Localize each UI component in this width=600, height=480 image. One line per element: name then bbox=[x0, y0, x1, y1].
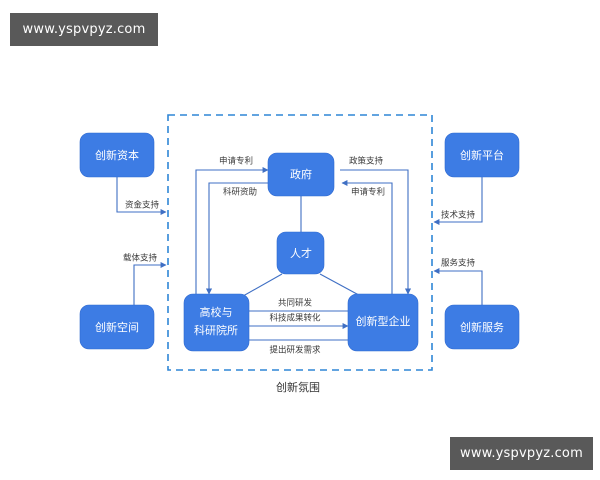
diagram-caption: 创新氛围 bbox=[276, 380, 320, 394]
node-government-box[interactable] bbox=[267, 152, 335, 197]
edge-label-apply-patent-left: 申请专利 bbox=[219, 156, 253, 167]
watermark-top: www.yspvpyz.com bbox=[10, 13, 158, 46]
link-carrier-support bbox=[133, 261, 167, 305]
node-government[interactable]: 政府 bbox=[267, 152, 335, 197]
node-universities-label-line1: 高校与 bbox=[200, 305, 233, 319]
node-talent[interactable]: 人才 bbox=[276, 231, 325, 275]
edge-label-research-funding: 科研资助 bbox=[223, 187, 257, 198]
node-universities-label-line2: 科研院所 bbox=[194, 323, 238, 337]
link-service-support bbox=[433, 267, 483, 305]
node-talent-label: 人才 bbox=[290, 246, 312, 260]
node-innovation-space-label: 创新空间 bbox=[95, 320, 139, 334]
node-innovation-capital-label: 创新资本 bbox=[95, 148, 139, 162]
node-innovative-enterprise[interactable]: 创新型企业 bbox=[347, 293, 419, 352]
edge-label-rd-demand: 提出研发需求 bbox=[269, 345, 321, 356]
edge-label-service-support: 服务支持 bbox=[441, 258, 476, 269]
node-innovation-capital-box[interactable] bbox=[79, 132, 155, 178]
node-universities[interactable]: 高校与 科研院所 bbox=[183, 293, 250, 352]
watermark-bottom: www.yspvpyz.com bbox=[450, 437, 593, 470]
node-innovation-platform-label: 创新平台 bbox=[460, 148, 504, 162]
edge-label-tech-transfer: 科技成果转化 bbox=[269, 313, 321, 324]
edge-label-capital-support: 资金支持 bbox=[125, 200, 160, 211]
node-innovation-space-box[interactable] bbox=[79, 304, 155, 350]
node-innovation-service-label: 创新服务 bbox=[460, 320, 504, 334]
link-apply-patent-right bbox=[341, 179, 393, 296]
edge-label-joint-rd: 共同研发 bbox=[278, 298, 313, 309]
node-innovation-service[interactable]: 创新服务 bbox=[444, 304, 520, 350]
node-innovation-platform-box[interactable] bbox=[444, 132, 520, 178]
link-capital-support bbox=[116, 177, 167, 216]
node-universities-box[interactable] bbox=[183, 293, 250, 352]
link-research-funding bbox=[205, 182, 268, 295]
node-innovation-service-box[interactable] bbox=[444, 304, 520, 350]
node-innovation-platform[interactable]: 创新平台 bbox=[444, 132, 520, 178]
link-policy-support bbox=[340, 169, 412, 295]
node-government-label: 政府 bbox=[290, 167, 312, 181]
node-talent-box[interactable] bbox=[276, 231, 325, 275]
node-innovation-capital[interactable]: 创新资本 bbox=[79, 132, 155, 178]
node-innovative-enterprise-label: 创新型企业 bbox=[356, 314, 411, 328]
innovation-atmosphere-zone bbox=[167, 114, 433, 371]
edge-label-policy-support: 政策支持 bbox=[349, 156, 384, 167]
edge-label-apply-patent-right: 申请专利 bbox=[351, 187, 385, 198]
node-innovation-space[interactable]: 创新空间 bbox=[79, 304, 155, 350]
edge-label-carrier-support: 载体支持 bbox=[123, 253, 158, 264]
link-technical-support bbox=[433, 177, 483, 226]
edge-label-technical-support: 技术支持 bbox=[441, 210, 476, 221]
node-innovative-enterprise-box[interactable] bbox=[347, 293, 419, 352]
link-apply-patent-left bbox=[195, 166, 269, 296]
